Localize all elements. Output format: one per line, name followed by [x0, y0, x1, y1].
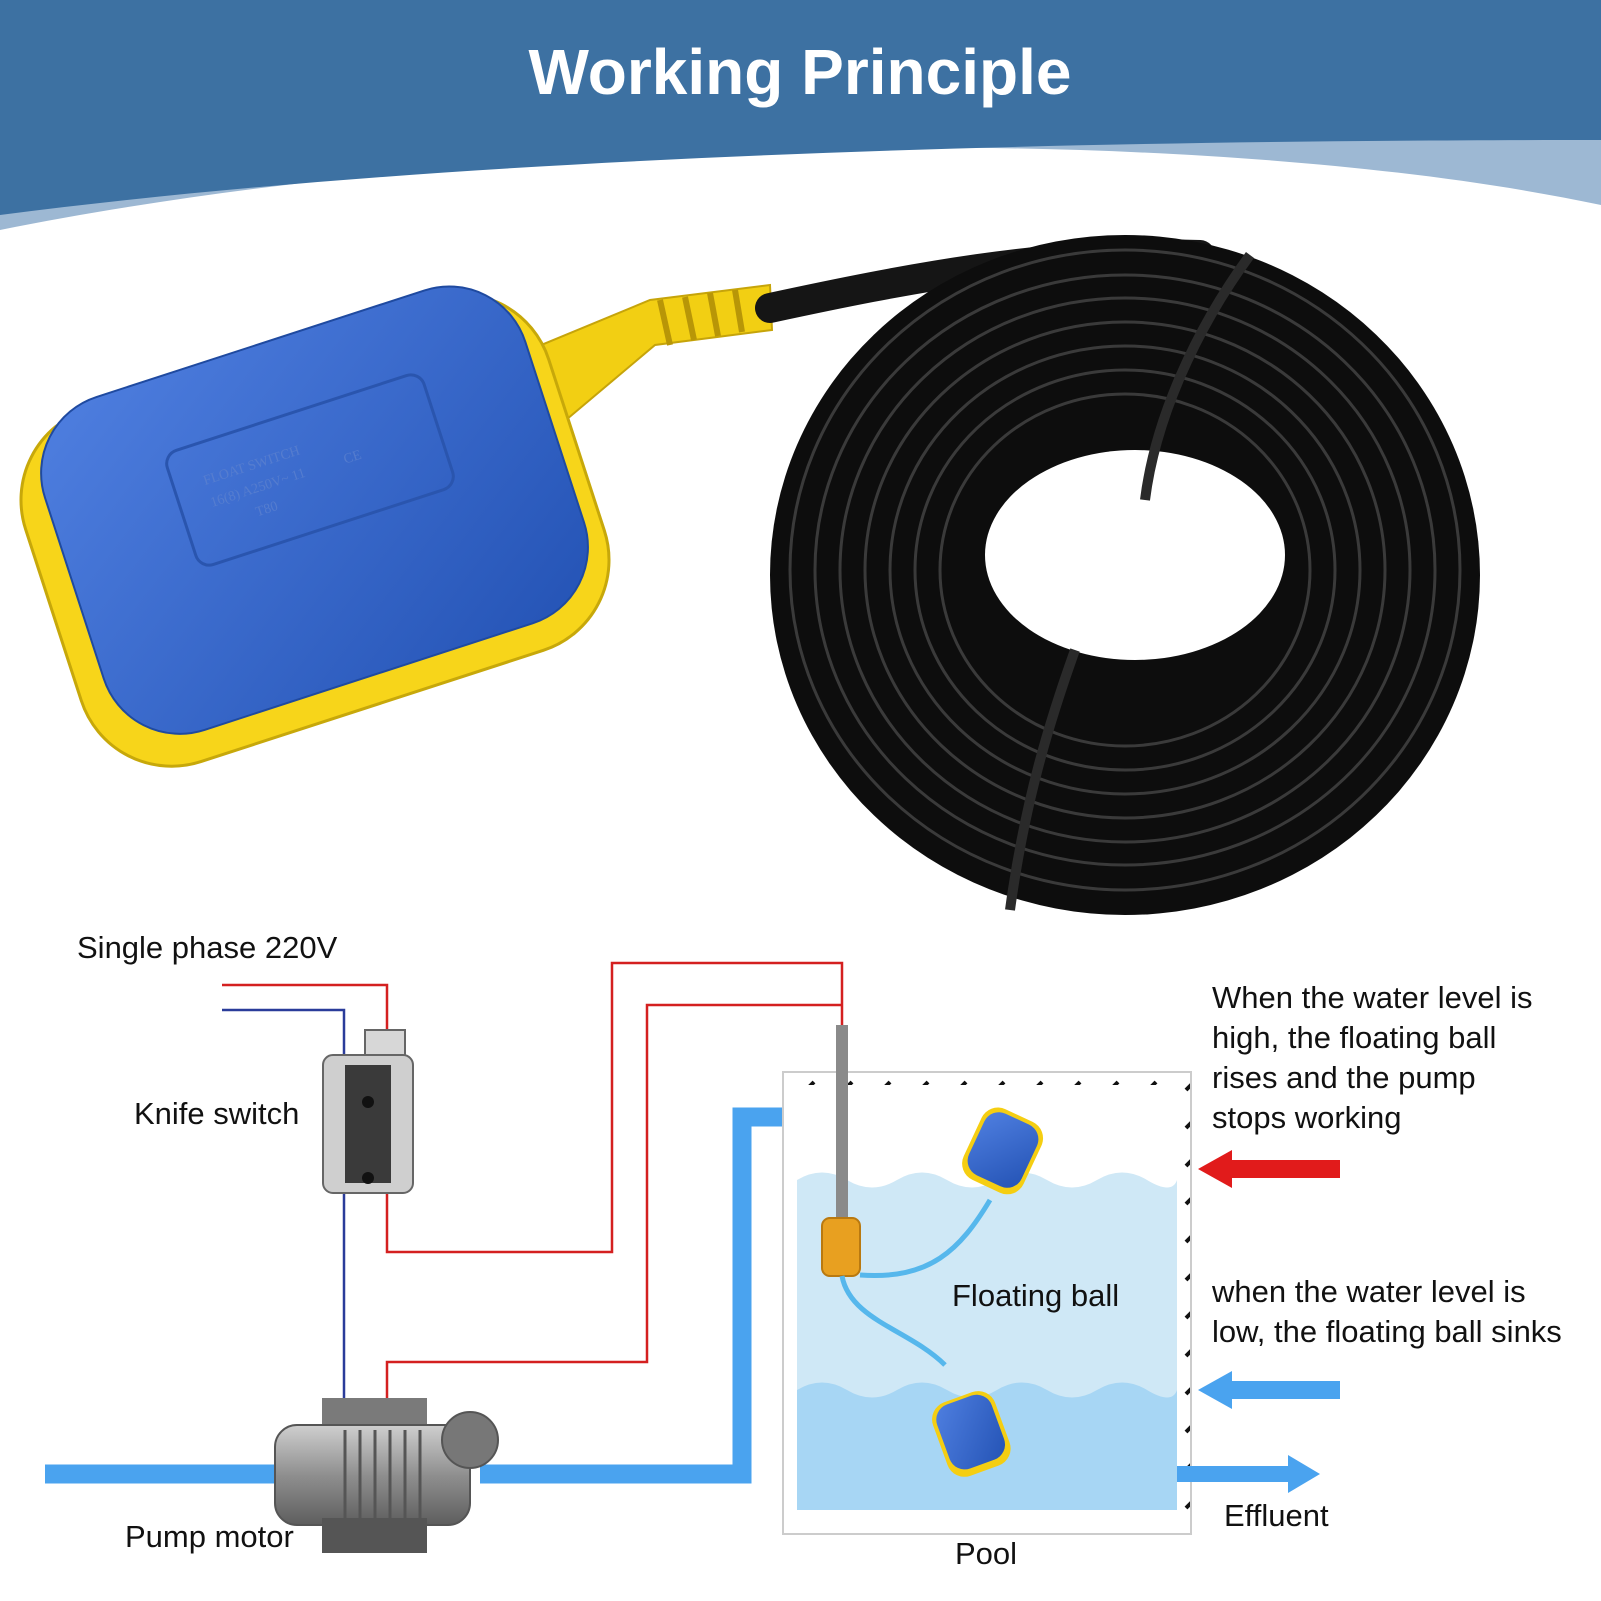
low-level-note-line-2: low, the floating ball sinks [1212, 1314, 1562, 1349]
float-probe-rod [836, 1025, 848, 1220]
low-float-cable [839, 1275, 947, 1367]
knife-switch [322, 1029, 414, 1194]
banner-background [0, 0, 1601, 215]
knife-switch-blade [345, 1065, 391, 1183]
cable-tie-bottom [1005, 648, 1080, 911]
page-title: Working Principle [529, 36, 1072, 108]
high-level-arrow-icon [1198, 1150, 1232, 1188]
header-banner: Working Principle [0, 0, 1601, 230]
stamp-ce-mark: CE [342, 448, 364, 468]
high-level-note-line-2: high, the floating ball [1212, 1020, 1496, 1055]
high-level-note-line-3: rises and the pump [1212, 1060, 1476, 1095]
labels: Single phase 220V Knife switch Pump moto… [77, 930, 1562, 1571]
high-level-note-line-4: stops working [1212, 1100, 1402, 1135]
knife-switch-pivot-top [362, 1096, 374, 1108]
pump-motor [274, 1398, 499, 1553]
low-level-note: when the water level is low, the floatin… [1211, 1274, 1562, 1349]
knife-switch-pivot-bottom [362, 1172, 374, 1184]
coil-center-hole [985, 450, 1285, 660]
high-float-icon [967, 1112, 1039, 1188]
power-label: Single phase 220V [77, 930, 338, 965]
knife-switch-label: Knife switch [134, 1096, 299, 1131]
pump-body [274, 1424, 471, 1526]
low-level-arrow-icon [1198, 1371, 1232, 1409]
stamp-line-3: T80 [254, 499, 280, 520]
neutral-wire [222, 1008, 346, 1398]
float-probe-weight [821, 1217, 861, 1277]
float-switch-photo: FLOAT SWITCH 16(8) A250V~ 11 T80 CE [19, 239, 1215, 768]
pump-top-mount [322, 1398, 427, 1428]
cable-coil [770, 235, 1480, 915]
high-float-cable [859, 1198, 993, 1279]
pump-motor-label: Pump motor [125, 1519, 294, 1554]
effluent-label: Effluent [1224, 1498, 1329, 1533]
float-label-plate [165, 373, 455, 567]
low-float-icon [936, 1394, 1006, 1470]
cable-tie-top [1140, 252, 1255, 501]
high-level-arrow-shaft [1228, 1160, 1340, 1178]
pump-fins [343, 1430, 422, 1520]
float-blue-cap [40, 285, 589, 735]
strain-relief-ribs [657, 289, 745, 346]
high-level-note: When the water level is high, the floati… [1212, 980, 1532, 1135]
level-arrows [1198, 1150, 1340, 1409]
effluent-arrow-icon [1288, 1455, 1320, 1493]
low-level-arrow-shaft [1228, 1381, 1340, 1399]
low-level-note-line-1: when the water level is [1211, 1274, 1526, 1309]
live-wire-in [222, 983, 389, 1040]
live-wire-to-pump [385, 1003, 842, 1398]
pump-head [441, 1411, 499, 1469]
knife-switch-handle [364, 1029, 406, 1059]
floating-ball-label: Floating ball [952, 1278, 1119, 1313]
supply-pipe [480, 1107, 815, 1484]
pump-base [322, 1518, 427, 1553]
pool-label: Pool [955, 1536, 1017, 1571]
water-circuit [45, 1097, 840, 1484]
pool [782, 1025, 1320, 1535]
coil-highlights [788, 248, 1462, 892]
live-wire-to-float [385, 961, 844, 1254]
high-level-note-line-1: When the water level is [1212, 980, 1532, 1015]
wiring [222, 961, 844, 1398]
